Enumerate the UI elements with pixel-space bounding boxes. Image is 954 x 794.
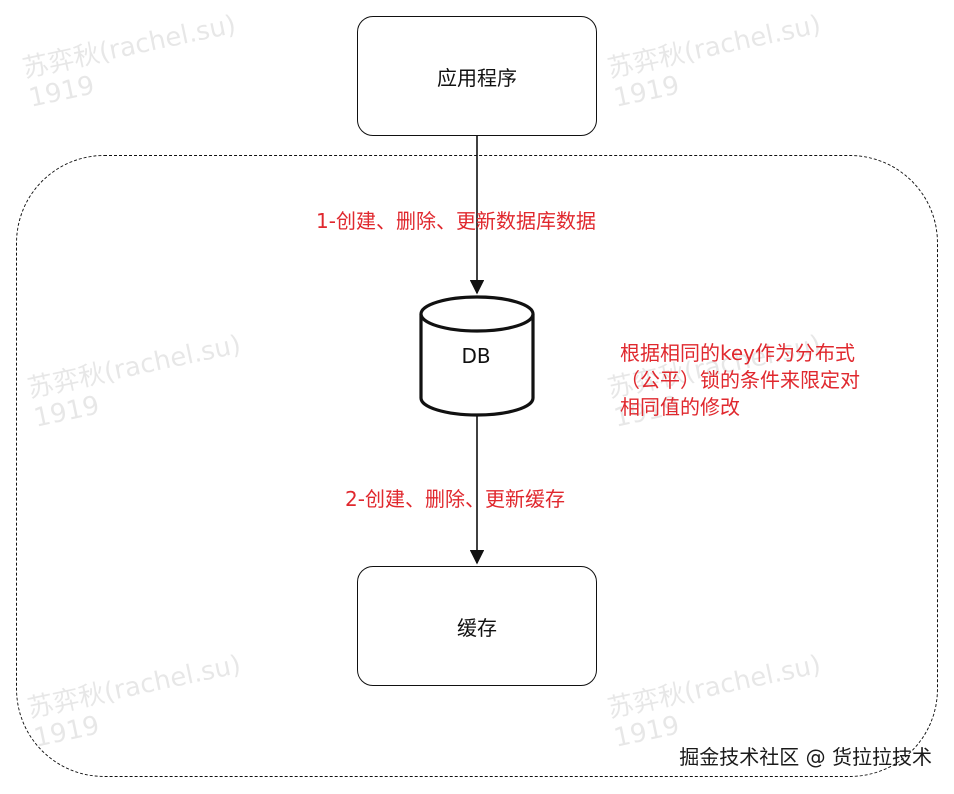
node-application-label: 应用程序 [437, 65, 517, 90]
node-db-label: DB [461, 344, 491, 368]
node-cache-label: 缓存 [457, 615, 497, 640]
lock-note-line: （公平）锁的条件来限定对 [620, 368, 860, 392]
lock-note-line: 根据相同的key作为分布式 [620, 341, 856, 365]
lock-note-line: 相同值的修改 [620, 395, 740, 419]
lock-note: 根据相同的key作为分布式 （公平）锁的条件来限定对 相同值的修改 [620, 340, 920, 421]
footer-credit: 掘金技术社区 @ 货拉拉技术 [679, 745, 932, 769]
edge-label-db-to-cache: 2-创建、删除、更新缓存 [345, 487, 565, 511]
edge-label-app-to-db: 1-创建、删除、更新数据库数据 [316, 209, 596, 233]
node-application: 应用程序 [357, 16, 597, 136]
db-cylinder [419, 295, 535, 417]
node-cache: 缓存 [357, 566, 597, 686]
